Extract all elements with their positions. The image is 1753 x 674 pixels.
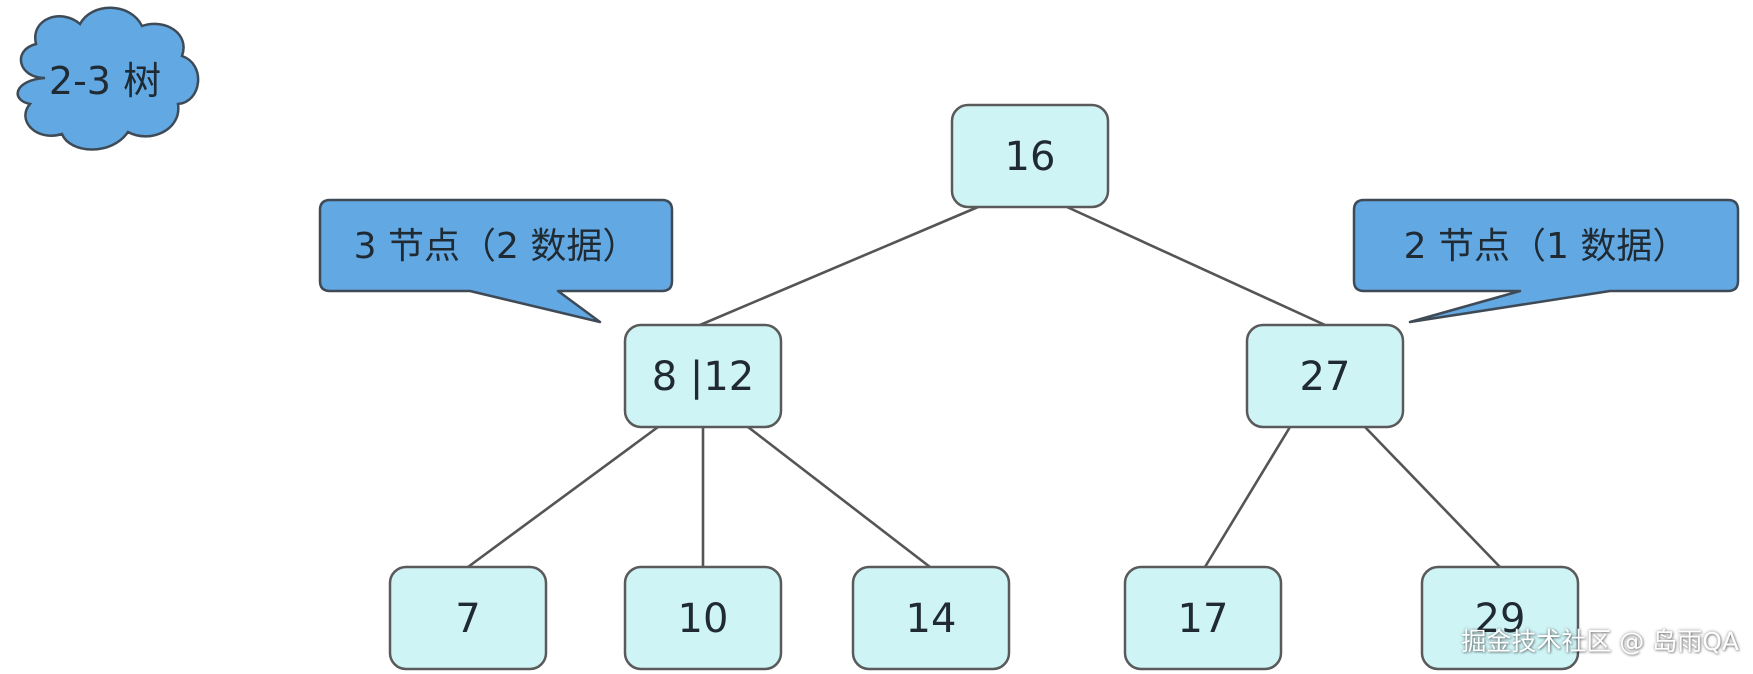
edge-left-c	[747, 425, 931, 569]
node-root-value: 16	[1005, 134, 1056, 180]
node-leaf-17-value: 17	[1178, 596, 1229, 642]
node-leaf-14: 14	[851, 565, 1011, 671]
node-left-value: 8 |12	[652, 354, 755, 400]
node-leaf-14-value: 14	[906, 596, 957, 642]
node-right-value: 27	[1300, 354, 1351, 400]
node-left: 8 |12	[623, 323, 783, 429]
node-right: 27	[1245, 323, 1405, 429]
title-text: 2-3 树	[49, 59, 161, 103]
edge-right-d	[1203, 426, 1292, 568]
node-root: 16	[950, 103, 1110, 209]
callout-right-shape	[1352, 198, 1740, 324]
title-cloud: 2-3 树	[16, 6, 200, 151]
edge-root-left	[699, 205, 979, 327]
node-leaf-17: 17	[1123, 565, 1283, 671]
node-leaf-7: 7	[388, 565, 548, 671]
node-leaf-29: 29	[1420, 565, 1580, 671]
edge-left-a	[467, 425, 659, 569]
cloud-shape	[16, 6, 200, 151]
callout-left-shape	[318, 198, 674, 324]
node-leaf-10: 10	[623, 565, 783, 671]
node-leaf-10-value: 10	[678, 596, 729, 642]
node-leaf-7-value: 7	[455, 596, 480, 642]
edge-right-e	[1364, 426, 1501, 568]
node-leaf-29-value: 29	[1475, 596, 1526, 642]
tree-edges	[467, 205, 1501, 569]
callout-right: 2 节点（1 数据）	[1352, 198, 1740, 324]
callout-left: 3 节点（2 数据）	[318, 198, 674, 324]
callout-left-text: 3 节点（2 数据）	[354, 226, 639, 267]
callout-right-text: 2 节点（1 数据）	[1404, 226, 1689, 267]
edge-root-right	[1066, 205, 1326, 327]
watermark: 掘金技术社区 @ 岛雨QA	[1461, 627, 1739, 656]
